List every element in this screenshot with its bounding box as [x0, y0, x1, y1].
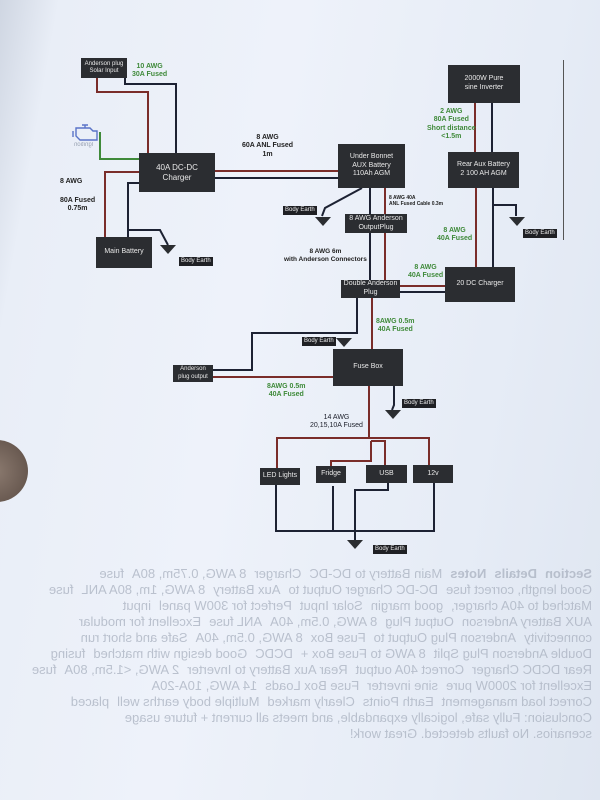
- main-battery: Main Battery: [96, 237, 152, 268]
- awg: 2 AWG: [440, 108, 463, 115]
- anderson-output-plug: 8 AWG Anderson OutputPlug: [345, 214, 407, 233]
- wire-led: [276, 437, 369, 468]
- wire-da-neg-down: [213, 298, 358, 371]
- awg: 8 AWG 6m: [309, 248, 342, 255]
- load-fridge: Fridge: [316, 466, 346, 483]
- earth-symbols: [160, 217, 525, 549]
- earth-symbol: [347, 540, 363, 549]
- awg: 8 AWG 40A: [389, 195, 416, 201]
- fuse: 60A ANL Fused: [242, 142, 294, 150]
- main-cable-awg: 8 AWG: [60, 178, 83, 185]
- fuse: 30A Fused: [132, 71, 168, 79]
- wire-main-earth: [128, 229, 169, 246]
- load-12v: 12v: [413, 465, 453, 483]
- body-earth-label: Body Earth: [179, 257, 213, 266]
- dc-charger-20: 20 DC Charger: [445, 267, 515, 302]
- earth-symbol: [336, 338, 352, 347]
- awg: 8 AWG: [256, 134, 279, 141]
- earth-symbol: [315, 217, 331, 226]
- awg: 8 AWG: [443, 227, 466, 234]
- ignition-label: Ignition: [74, 142, 94, 148]
- earth-symbol: [385, 410, 401, 419]
- wire-usb: [371, 440, 386, 465]
- fuse: 80A Fused: [433, 116, 469, 124]
- wire-fridge: [330, 441, 372, 468]
- awg: 8AWG 0.5m: [376, 318, 415, 325]
- fuse: 40A Fused: [377, 326, 413, 334]
- fuse: 40A Fused: [408, 272, 444, 280]
- earth-symbol: [509, 217, 525, 226]
- body-earth-label: Body Earth: [302, 337, 336, 346]
- body-earth-label: Body Earth: [523, 229, 557, 238]
- load-led-lights: LED Lights: [260, 468, 300, 485]
- fuse: 20,15,10A Fused: [310, 422, 363, 430]
- awg: 10 AWG: [136, 63, 163, 70]
- length: <1.5m: [441, 133, 462, 141]
- engine-icon: [72, 124, 98, 141]
- table-border: [563, 60, 564, 240]
- connectors: with Anderson Connectors: [284, 255, 367, 263]
- earth-symbol: [160, 245, 176, 254]
- fuse: 40A Fused: [268, 391, 304, 399]
- dcdc-charger: 40A DC-DC Charger: [139, 153, 215, 192]
- fuse: 40A Fused: [437, 235, 473, 243]
- fuse: ANL Fused Cable 0.3m: [389, 201, 444, 207]
- wire-rear-earth: [493, 204, 517, 216]
- wire-solar-neg: [124, 78, 177, 153]
- awg: 8AWG 0.5m: [267, 383, 306, 390]
- wire-aux-earth: [321, 187, 363, 217]
- wire-ignition: [99, 132, 139, 160]
- load-usb: USB: [366, 465, 407, 483]
- inverter: 2000W Pure sine Inverter: [448, 65, 520, 103]
- body-earth-label: Body Earth: [283, 206, 317, 215]
- wire-12v: [369, 437, 430, 465]
- under-bonnet-aux-battery: Under Bonnet AUX Battery 110Ah AGM: [338, 144, 405, 188]
- wire-fb-earth: [391, 386, 395, 411]
- distance: Short distance: [427, 124, 476, 132]
- length: 0.75m: [67, 205, 88, 213]
- anderson-plug-output: Anderson plug output: [173, 365, 213, 382]
- awg: 8 AWG: [414, 264, 437, 271]
- fuse-box: Fuse Box: [333, 349, 403, 386]
- awg: 14 AWG: [323, 414, 350, 421]
- rear-aux-battery: Rear Aux Battery 2 100 AH AGM: [448, 152, 519, 188]
- wire-main-pos: [104, 171, 139, 237]
- wire-main-neg: [127, 182, 139, 237]
- fuse: 80A Fused: [60, 197, 96, 204]
- body-earth-label: Body Earth: [402, 399, 436, 408]
- solar-input-plug: Anderson plug Solar Input: [81, 58, 127, 78]
- length: 1m: [262, 150, 273, 158]
- wire-usb-gnd: [354, 483, 389, 540]
- body-earth-label: Body Earth: [373, 545, 407, 554]
- double-anderson-plug: Double Anderson Plug: [341, 280, 400, 298]
- wire-solar-pos: [96, 78, 149, 153]
